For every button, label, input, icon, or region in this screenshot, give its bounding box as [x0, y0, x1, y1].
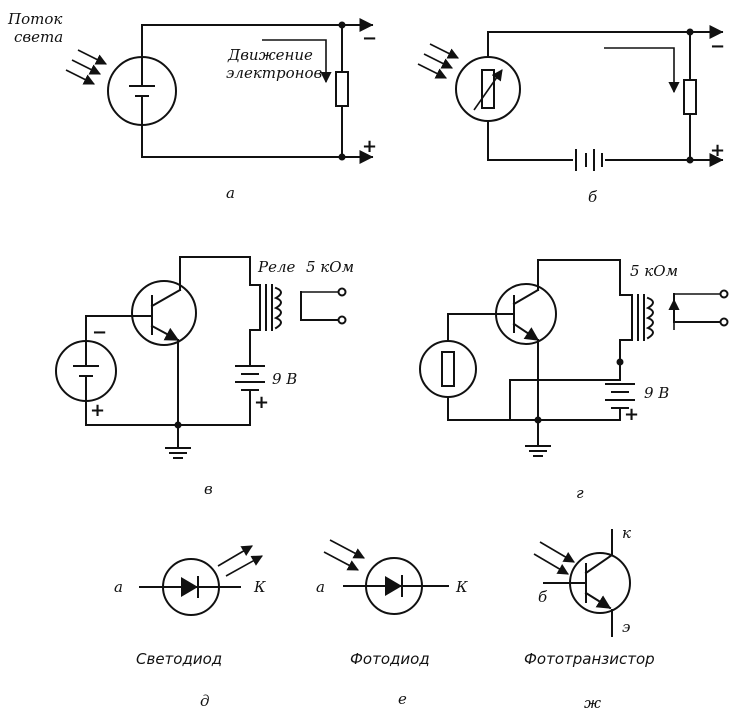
phototransistor-name-label: Фототранзистор	[524, 650, 655, 668]
plus-sign: +	[710, 140, 725, 161]
diode-triangle-icon	[181, 577, 198, 597]
led-caption: д	[200, 692, 210, 710]
emitter-label: э	[622, 618, 630, 636]
base-label: б	[538, 588, 548, 606]
photodiode-caption: е	[398, 690, 407, 708]
phototransistor-caption: ж	[584, 694, 601, 712]
electron-flow-label-line1: Движение	[227, 46, 313, 64]
photocell-icon	[55, 340, 117, 402]
panel-a-caption: а	[226, 184, 235, 202]
photodiode-name-label: Фотодиод	[350, 650, 430, 668]
light-rays-icon	[323, 539, 365, 571]
load-resistor-icon	[683, 79, 697, 115]
emitted-light-icon	[217, 545, 263, 577]
relay-resistance-label: 5 кОм	[306, 258, 354, 276]
panel-c-relay-circuit: − + Реле 5 кОм	[55, 256, 354, 498]
minus-sign: −	[710, 36, 725, 57]
plus-sign: +	[362, 136, 377, 157]
phototransistor-symbol: к б э Фототранзистор ж	[524, 524, 655, 712]
led-symbol: а К Светодиод д	[114, 545, 266, 710]
minus-sign: −	[362, 28, 377, 49]
light-rays-icon	[65, 49, 108, 85]
battery-voltage-label: 9 В	[272, 370, 297, 388]
led-name-label: Светодиод	[136, 650, 222, 668]
relay-coil-icon	[249, 284, 282, 331]
ground-icon	[525, 419, 551, 457]
relay-resistance-label: 5 кОм	[630, 262, 678, 280]
electron-flow-arrow-icon	[262, 39, 332, 84]
transistor-icon	[495, 259, 557, 345]
panel-a-photocell-circuit: Поток света Движение электронов − + а	[7, 10, 377, 202]
relay-contact-icon	[300, 287, 347, 325]
led-cathode-label: К	[253, 578, 266, 596]
ground-icon	[165, 424, 191, 459]
load-resistor-icon	[335, 71, 349, 107]
collector-label: к	[622, 524, 631, 542]
light-flow-label-line1: Поток	[7, 10, 62, 28]
battery-voltage-label: 9 В	[644, 384, 669, 402]
relay-coil-icon	[619, 294, 654, 341]
transistor-icon	[131, 256, 197, 346]
photoresistor-icon	[419, 340, 477, 398]
photodiode-cathode-label: К	[455, 578, 468, 596]
panel-b-photoresistor-circuit: − + б	[417, 25, 725, 206]
relay-contact-icon	[668, 289, 729, 330]
panel-d-caption: г	[576, 484, 584, 502]
photoresistor-icon	[455, 56, 521, 122]
panel-b-caption: б	[588, 188, 598, 206]
current-flow-arrow-icon	[604, 47, 680, 94]
battery-plus-sign: +	[254, 392, 269, 413]
battery-icon	[235, 365, 265, 391]
relay-label: Реле	[257, 258, 296, 276]
led-anode-label: а	[114, 578, 123, 596]
photodiode-symbol: а К Фотодиод е	[316, 539, 468, 708]
light-rays-icon	[417, 43, 460, 79]
minus-sign: −	[92, 322, 107, 343]
plus-sign: +	[90, 400, 105, 421]
battery-plus-sign: +	[624, 404, 639, 425]
photodiode-anode-label: а	[316, 578, 325, 596]
diode-triangle-icon	[385, 576, 402, 596]
light-rays-icon	[533, 541, 575, 575]
panel-c-caption: в	[204, 480, 213, 498]
panel-d-photoresistor-relay-circuit: 5 кОм 9 В + г	[419, 259, 729, 502]
battery-icon	[575, 149, 603, 171]
photocell-icon	[107, 56, 177, 126]
electron-flow-label-line2: электронов	[226, 64, 323, 82]
light-flow-label-line2: света	[14, 28, 63, 46]
